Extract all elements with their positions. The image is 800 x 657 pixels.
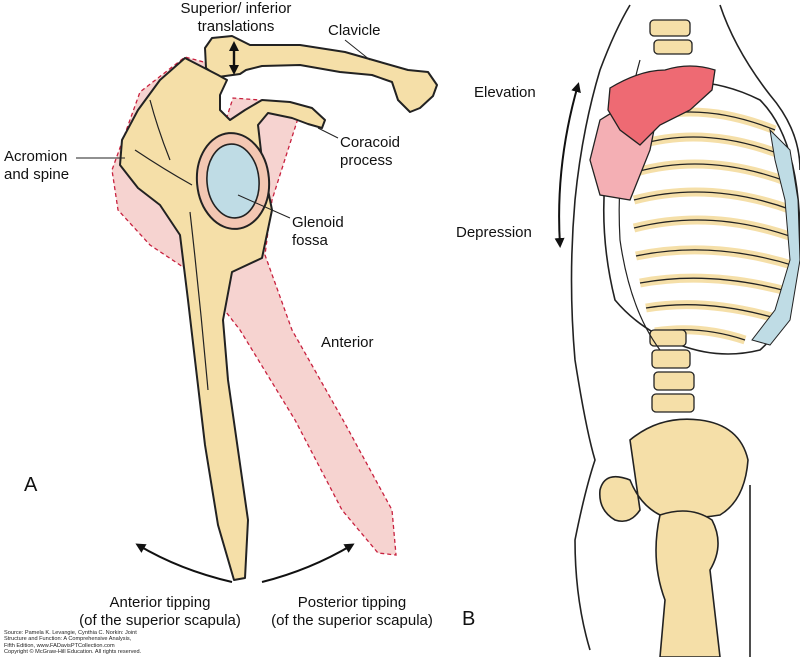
label-coracoid-line1: Coracoid [340,134,401,151]
label-translations-line2: translations [197,18,275,35]
label-translations: Superior/ inferior translations [166,0,306,36]
label-acromion-line1: Acromion [4,148,68,165]
label-posterior-tipping-line2: (of the superior scapula) [271,612,433,629]
label-coracoid: Coracoid process [340,134,400,170]
clavicle [204,35,438,113]
panel-b-letter: B [462,608,476,630]
scapular-spine [134,99,209,391]
label-depression: Depression [456,224,532,241]
label-translations-line1: Superior/ inferior [180,0,292,17]
leader-coracoid [317,127,339,139]
body-outline-front [719,4,800,657]
scapula-lateral-highlight [607,65,716,146]
label-clavicle: Clavicle [328,22,381,39]
label-anterior: Anterior [321,334,374,351]
label-acromion: Acromion and spine [4,148,69,184]
label-posterior-tipping: Posterior tipping (of the superior scapu… [262,594,442,630]
costal-cartilage [751,128,800,346]
source-line: Fifth Edition, www.FADavisPTCollection.c… [4,642,115,649]
label-elevation: Elevation [474,84,536,101]
source-credit: Source: Pamela K. Levangie, Cynthia C. N… [4,630,204,656]
source-line: Source: Pamela K. Levangie, Cynthia C. N… [4,630,137,636]
label-glenoid-line1: Glenoid [292,214,344,231]
label-anterior-tipping: Anterior tipping (of the superior scapul… [70,594,250,630]
label-anterior-tipping-line2: (of the superior scapula) [79,612,241,629]
scapula [119,57,326,581]
label-anterior-tipping-line1: Anterior tipping [109,594,211,611]
pelvis [598,418,749,523]
source-line: Structure and Function: A Comprehensive … [4,636,132,643]
leader-clavicle [344,39,371,61]
source-line: Copyright © McGraw-Hill Education. All r… [4,649,142,656]
femur [655,510,721,657]
panel-a-letter: A [24,474,38,496]
leader-glenoid [237,194,291,219]
posterior-tipping-arrow [261,543,355,583]
panel-b-drawing [554,4,800,657]
glenoid-fossa [206,143,260,219]
panel-a-drawing [76,35,438,583]
anterior-tipping-arrow [135,543,233,583]
label-posterior-tipping-line1: Posterior tipping [297,594,407,611]
label-acromion-line2: and spine [4,166,70,183]
label-glenoid-line2: fossa [292,232,328,249]
body-outline-back [570,4,631,651]
elevation-depression-arrow [554,82,581,248]
label-glenoid: Glenoid fossa [292,214,344,250]
vertebral-column [649,19,695,413]
label-coracoid-line2: process [340,152,393,169]
